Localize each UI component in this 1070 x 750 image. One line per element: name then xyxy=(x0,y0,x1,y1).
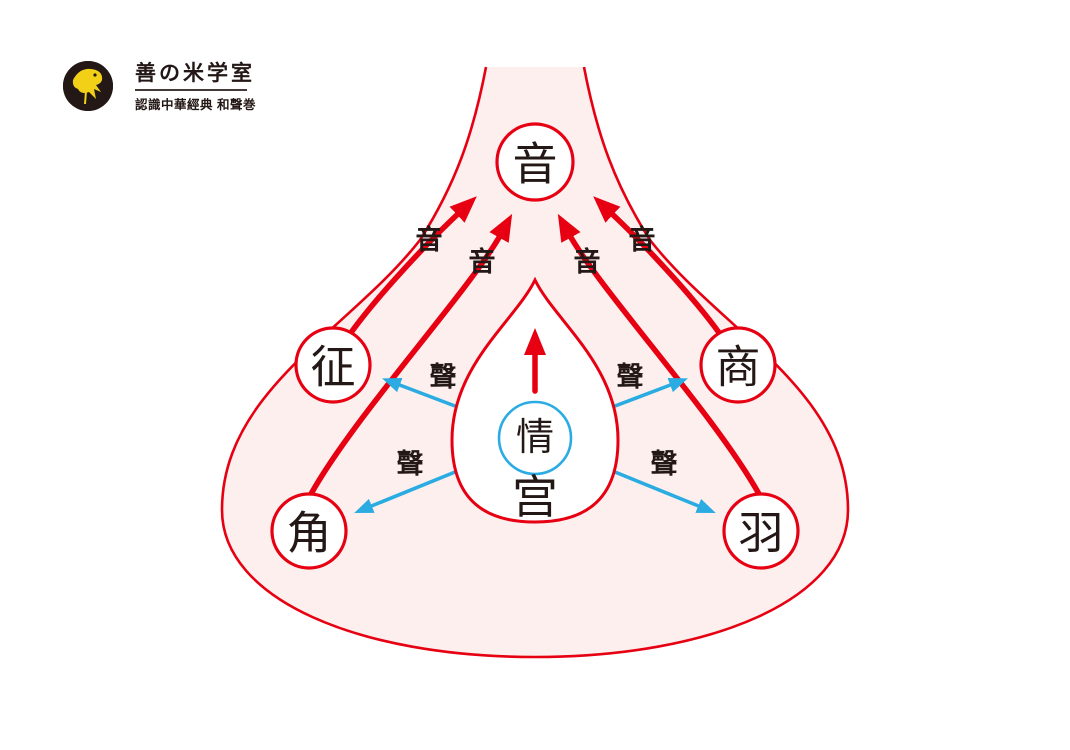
arrow-yu-to-yin xyxy=(557,213,762,497)
logo-text: 善の米学室 認識中華經典 和聲巻 xyxy=(135,61,256,113)
arrow-gong-to-shang xyxy=(613,378,688,408)
edge-label-yin-3: 音 xyxy=(574,246,601,277)
node-label-zhi: 征 xyxy=(310,342,355,393)
node-label-yu: 羽 xyxy=(738,508,783,559)
node-circle-qing xyxy=(497,400,573,476)
funnel-bulb-outline xyxy=(220,66,850,659)
edge-label-sheng-lower-left: 聲 xyxy=(397,449,424,479)
node-label-yin: 音 xyxy=(512,139,557,190)
arrow-jue-to-yin xyxy=(308,213,513,497)
logo: 善の米学室 認識中華經典 和聲巻 xyxy=(63,61,256,113)
node-label-gong: 宫 xyxy=(512,471,558,523)
node-label-jue: 角 xyxy=(286,508,331,559)
logo-mark xyxy=(63,61,113,111)
node-label-shang: 商 xyxy=(715,342,760,393)
edge-label-sheng-lower-right: 聲 xyxy=(651,449,678,479)
arrow-zhi-to-yin xyxy=(347,196,477,337)
node-circle-zhi xyxy=(294,326,372,404)
logo-divider xyxy=(135,89,247,91)
edge-label-yin-4: 音 xyxy=(629,224,656,255)
arrow-gong-to-jue xyxy=(354,468,462,514)
logo-title: 善の米学室 xyxy=(135,61,255,85)
edge-label-sheng-upper-right: 聲 xyxy=(617,362,644,392)
edge-label-yin-2: 音 xyxy=(469,246,496,277)
arrow-gong-to-zhi xyxy=(382,378,457,408)
logo-subtitle: 認識中華經典 和聲巻 xyxy=(135,98,256,112)
edge-label-sheng-upper-left: 聲 xyxy=(430,362,457,392)
node-circle-yu xyxy=(722,492,800,570)
node-circle-jue xyxy=(270,492,348,570)
node-label-qing: 情 xyxy=(516,417,554,459)
swallow-bird-icon xyxy=(63,61,113,111)
node-circle-shang xyxy=(699,326,777,404)
arrow-gong-to-yu xyxy=(608,468,716,514)
edge-label-yin-1: 音 xyxy=(416,224,443,255)
node-circle-yin xyxy=(495,122,575,202)
arrow-shang-to-yin xyxy=(593,196,723,337)
